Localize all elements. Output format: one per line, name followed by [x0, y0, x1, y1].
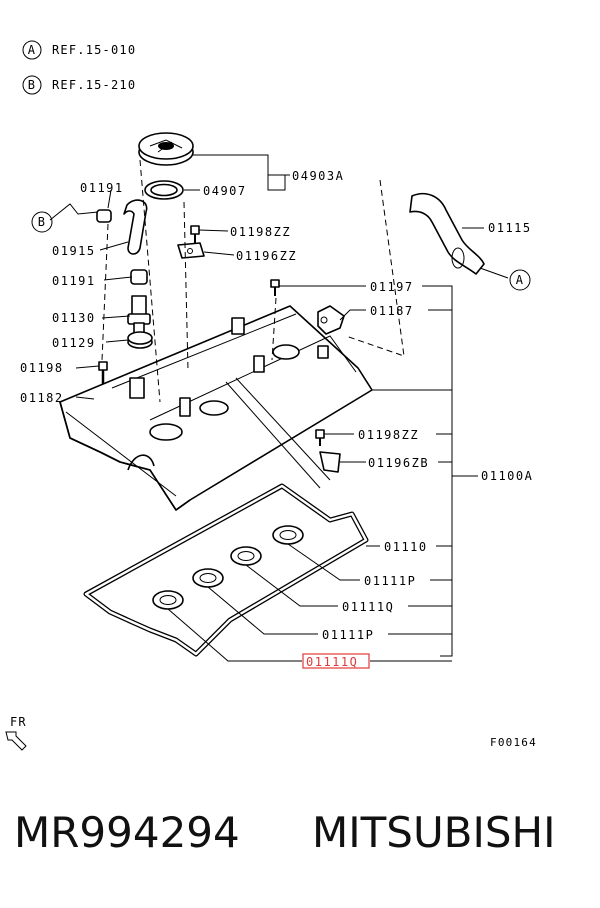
- callout-01196ZZ: 01196ZZ: [236, 249, 297, 263]
- callout-01110: 01110: [384, 540, 428, 554]
- ref-b-letter: B: [28, 78, 36, 92]
- callout-01129: 01129: [52, 336, 96, 350]
- callout-01198ZZ-upper: 01198ZZ: [230, 225, 291, 239]
- callout-01111P-2: 01111P: [322, 628, 374, 642]
- reference-legend: A REF.15-010 B REF.15-210: [22, 40, 136, 95]
- breather-fitting: [317, 305, 345, 335]
- callout-01915: 01915: [52, 244, 96, 258]
- marker-b-circle: [31, 211, 53, 233]
- air-hose: [409, 192, 485, 275]
- bracket-upper: [177, 242, 205, 259]
- callout-01111Q-1: 01111Q: [342, 600, 394, 614]
- connection-markers: B A: [31, 211, 531, 291]
- ref-a-text: REF.15-010: [52, 43, 136, 57]
- plug-seal-4: [152, 590, 184, 610]
- leader-lines: [49, 154, 509, 662]
- pcv-grommet: [127, 331, 153, 349]
- part-number: MR994294: [14, 808, 240, 857]
- bracket-bolt-upper: [190, 225, 200, 244]
- plug-seal-3: [192, 568, 224, 588]
- callout-01130: 01130: [52, 311, 96, 325]
- callout-01198ZZ-lower: 01198ZZ: [358, 428, 419, 442]
- callout-01111P-1: 01111P: [364, 574, 416, 588]
- plug-seal-2: [230, 546, 262, 566]
- breather-hose: [96, 199, 148, 285]
- rocker-cover: [59, 305, 373, 511]
- marker-b-letter: B: [38, 215, 46, 229]
- marker-a-letter: A: [516, 273, 524, 287]
- callout-01198: 01198: [20, 361, 64, 375]
- callout-01191-top: 01191: [80, 181, 124, 195]
- pcv-valve: [127, 295, 151, 334]
- bracket-bolt-lower: [315, 429, 325, 446]
- marker-a-circle: [509, 269, 531, 291]
- ref-b-circle: [22, 75, 42, 95]
- plug-seal-1: [272, 525, 304, 545]
- brand-name: MITSUBISHI: [312, 808, 556, 857]
- assembly-lines: [101, 159, 405, 489]
- ref-a-circle: [22, 40, 42, 60]
- callout-01196ZB: 01196ZB: [368, 456, 429, 470]
- sensor-plug: [270, 279, 280, 296]
- callout-01187: 01187: [370, 304, 414, 318]
- ref-a-letter: A: [28, 43, 36, 57]
- figure-code: F00164: [490, 736, 537, 749]
- oil-filler-cap: [138, 132, 194, 166]
- cover-gasket: [83, 483, 369, 657]
- callout-01197: 01197: [370, 280, 414, 294]
- bottom-caption: MR994294 MITSUBISHI: [14, 808, 594, 868]
- bracket-lower: [319, 451, 341, 473]
- callout-01182: 01182: [20, 391, 64, 405]
- highlight-box: [302, 653, 370, 669]
- callouts: 04903A 04907 01191 01915 01191 01130 011…: [20, 169, 533, 669]
- callout-04903A: 04903A: [292, 169, 344, 183]
- callout-01111Q-highlighted: 01111Q: [306, 655, 358, 669]
- direction-label: FR: [10, 715, 27, 729]
- filler-cap-gasket: [144, 180, 184, 200]
- callout-01115: 01115: [488, 221, 532, 235]
- ref-b-text: REF.15-210: [52, 78, 136, 92]
- callout-04907: 04907: [203, 184, 247, 198]
- front-direction-indicator: FR: [5, 715, 27, 751]
- callout-01191-lower: 01191: [52, 274, 96, 288]
- front-arrow-icon: [5, 731, 27, 751]
- parts-exploded-diagram: A REF.15-010 B REF.15-210: [5, 40, 537, 751]
- callout-01100A: 01100A: [481, 469, 533, 483]
